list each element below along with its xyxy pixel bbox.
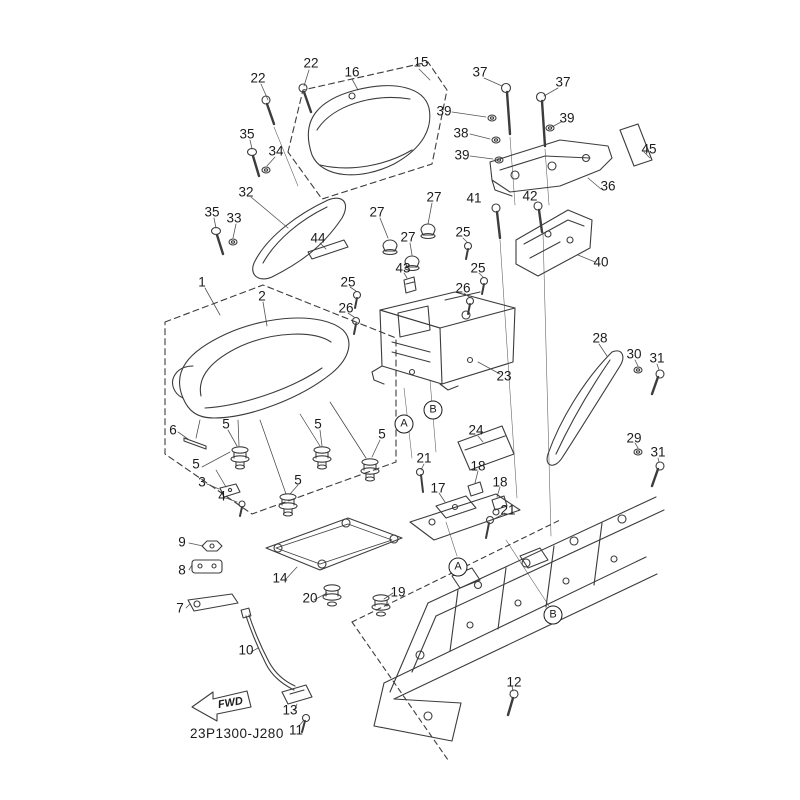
seat-dampers-5 [230, 446, 380, 517]
strap-28 [546, 350, 624, 466]
diagram-code: 23P1300-J280 [190, 726, 284, 741]
bracket-40 [515, 209, 593, 277]
handle-fasteners [210, 147, 271, 256]
bracket-36 [489, 139, 613, 197]
storage-box-23 [371, 291, 516, 391]
bolts-41-42 [491, 201, 544, 240]
lock-parts [187, 540, 313, 733]
fwd-arrow: FWD [191, 690, 252, 722]
alignment-lines [273, 126, 552, 607]
leader-lines [177, 68, 660, 727]
fwd-label: FWD [217, 695, 244, 711]
frame-rear [351, 496, 665, 761]
seat-small-parts [183, 437, 246, 517]
screws-25-26 [351, 241, 489, 335]
panel-24 [457, 425, 515, 471]
pillion-seat [287, 61, 448, 200]
clip-43 [403, 276, 417, 294]
plate-45 [619, 123, 653, 167]
grab-handle-32 [252, 197, 346, 280]
rider-seat [164, 284, 397, 515]
latch-assembly [409, 467, 521, 541]
strip-44 [307, 239, 349, 260]
bolts-37-washers [487, 82, 555, 164]
bolt-12 [506, 689, 519, 717]
caps-27 [382, 223, 436, 272]
fasteners-29-30-31 [633, 366, 665, 488]
bolts-22 [261, 83, 313, 126]
plate-14 [265, 517, 403, 617]
